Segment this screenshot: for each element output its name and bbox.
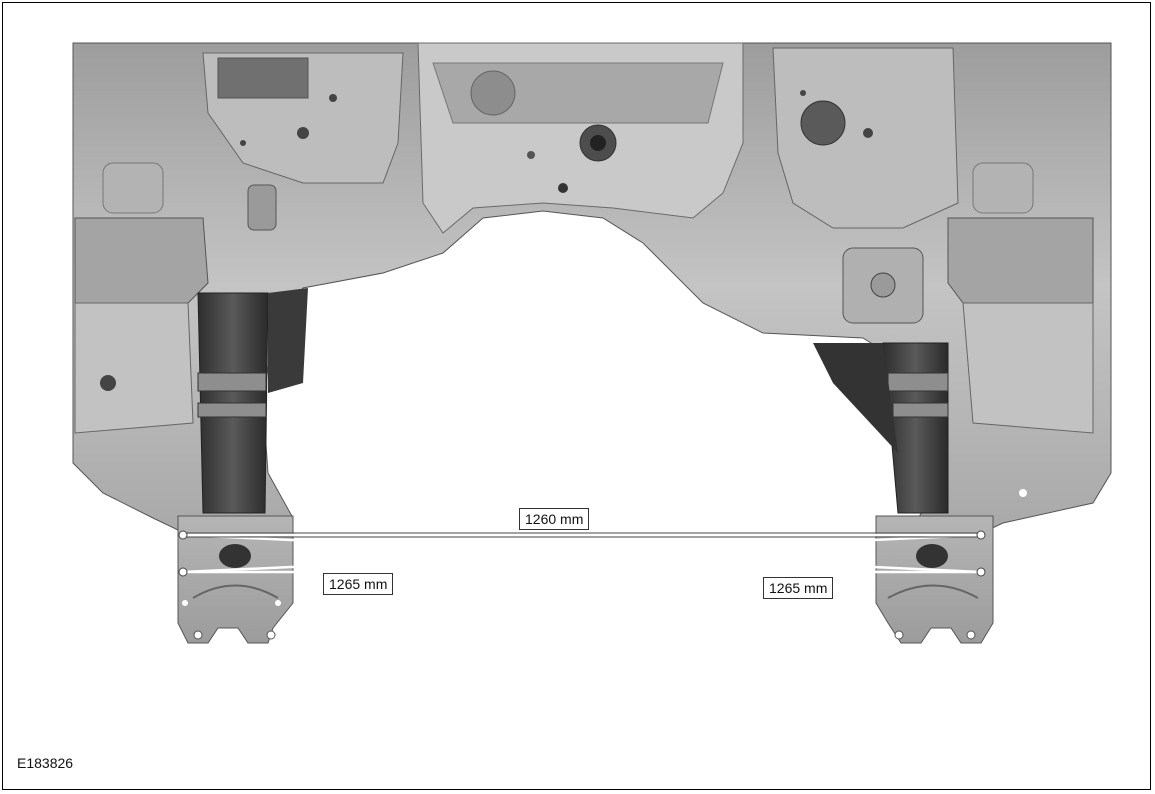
right-mount-bracket	[875, 515, 994, 644]
diagonal-line-b	[182, 533, 982, 574]
measure-point-left-bottom	[178, 567, 188, 577]
chassis-illustration	[72, 42, 1112, 644]
measure-point-right-bottom	[976, 567, 986, 577]
measure-point-right-top	[976, 530, 986, 540]
measure-point-left-top	[178, 530, 188, 540]
measurement-lines	[182, 533, 982, 574]
measurement-right-diagonal-label: 1265 mm	[763, 577, 834, 599]
left-mount-bracket	[177, 515, 294, 644]
measurement-top-label: 1260 mm	[519, 508, 590, 530]
measurement-left-diagonal-label: 1265 mm	[323, 573, 394, 595]
figure-id: E183826	[17, 755, 74, 771]
